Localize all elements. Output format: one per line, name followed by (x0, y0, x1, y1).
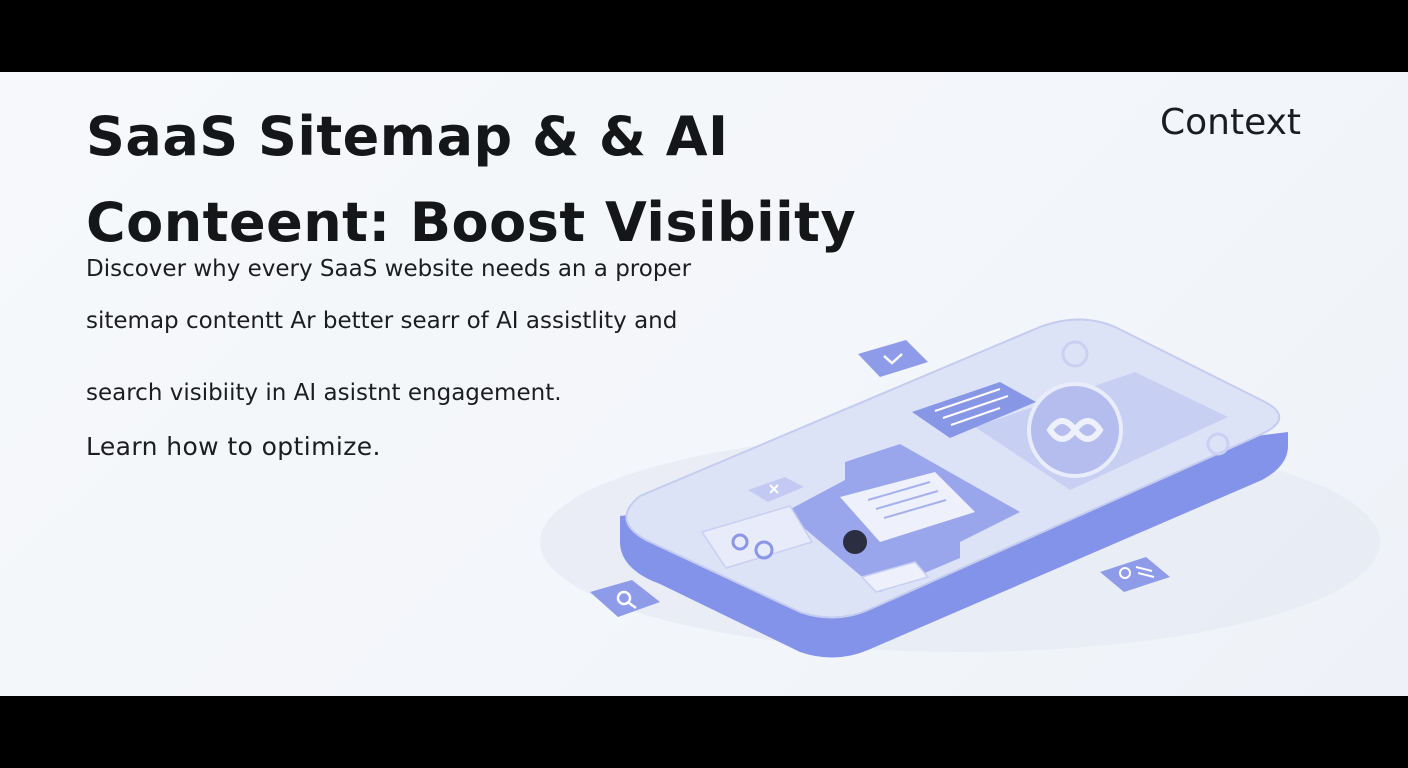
close-icon (748, 477, 804, 502)
device-button-right (1206, 432, 1230, 456)
title-line-2: Conteent: Boost Visibiity (86, 191, 857, 254)
description-line-1: Discover why every SaaS website needs an… (86, 256, 692, 282)
infinity-icon (1046, 418, 1104, 442)
link-icon (700, 505, 814, 569)
chevron-down-icon (858, 340, 928, 377)
page-title: SaaS Sitemap & & AI Conteent: Boost Visi… (86, 94, 906, 266)
description-line-4: Learn how to optimize. (86, 432, 381, 461)
letterbox-bottom (0, 696, 1408, 768)
isometric-device-illustration (540, 318, 1380, 658)
document-icon (840, 472, 975, 542)
description-line-2: sitemap contentt Ar better searr of AI a… (86, 308, 678, 334)
device-button-top (1061, 340, 1089, 368)
context-label: Context (1160, 102, 1302, 143)
hero-banner: SaaS Sitemap & & AI Conteent: Boost Visi… (0, 72, 1408, 696)
toggle-icon (860, 561, 930, 593)
description-line-3: search visibiity in AI asistnt engagemen… (86, 380, 562, 406)
title-line-1: SaaS Sitemap & & AI (86, 105, 729, 168)
settings-tile-icon (1100, 557, 1170, 592)
pointer-icon (843, 530, 867, 554)
letterbox-top (0, 0, 1408, 72)
search-icon (590, 580, 660, 617)
